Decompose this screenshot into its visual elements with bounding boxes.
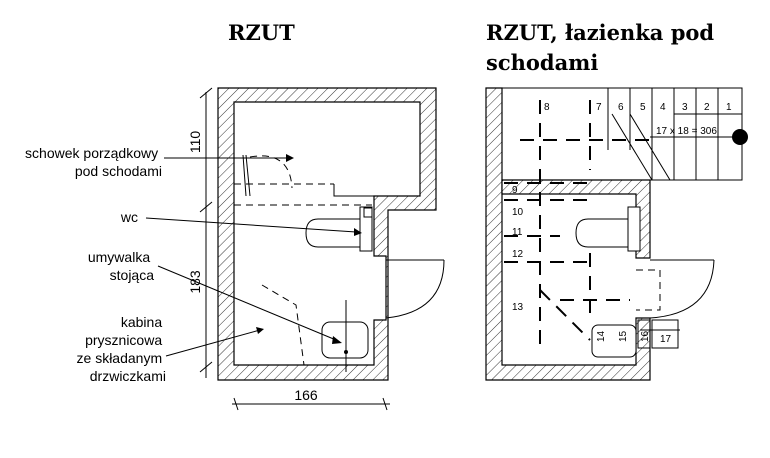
shower-label: kabina prysznicowa ze składanym drzwiczk… (77, 314, 166, 384)
storage-door-arc (249, 155, 293, 189)
horizontal-dimension: 166 (232, 387, 390, 411)
right-plan: RZUT, łazienka pod schodami (485, 20, 748, 381)
wc-bowl (305, 218, 361, 248)
step-number: 4 (660, 102, 666, 113)
height-bottom-dimension: 183 (187, 270, 203, 294)
storage-partition (333, 184, 374, 197)
step-number: 17 (660, 334, 672, 345)
stair-dashed-run (504, 100, 650, 345)
sink-right (637, 319, 651, 349)
wc-flush-icon (363, 207, 373, 218)
right-plan-title: RZUT, łazienka pod schodami (486, 20, 721, 75)
shower-tray-right (591, 324, 637, 358)
stair-start-marker (732, 129, 748, 145)
step-number: 1 (726, 102, 732, 113)
stair-formula: 17 x 18 = 306 (656, 126, 717, 137)
sink-leader-arrow (332, 336, 342, 344)
right-plan-mid-wall (501, 179, 651, 259)
right-dashed-outline (636, 269, 661, 311)
step-number: 3 (682, 102, 688, 113)
step-17-box (651, 319, 679, 349)
shower-dashed-outline (261, 284, 305, 366)
step-number: 8 (544, 102, 550, 113)
step-number: 14 (596, 330, 607, 342)
shower-leader-arrow (256, 327, 264, 334)
shower-leader (165, 329, 261, 357)
wc-bowl-right (575, 218, 629, 248)
wc-tank-right (627, 206, 641, 252)
wc-leader (145, 217, 357, 233)
storage-door-leaf (245, 154, 251, 197)
step-number: 16 (640, 330, 651, 342)
wc-label: wc (120, 209, 138, 225)
shower-tray (321, 321, 369, 359)
storage-door-leaf-2 (242, 154, 247, 197)
step-number: 6 (618, 102, 624, 113)
left-plan: RZUT schowek porządko (25, 20, 445, 411)
width-dimension: 166 (294, 387, 318, 403)
step-number: 2 (704, 102, 710, 113)
stair-treads (607, 88, 742, 181)
sink-leader (157, 265, 337, 341)
step-number: 12 (512, 249, 524, 260)
storage-leader-arrow (286, 154, 294, 162)
storage-label: schowek porządkowy pod schodami (25, 145, 162, 179)
step-number: 11 (512, 227, 523, 238)
entry-door-arc-right (649, 259, 715, 319)
height-top-dimension: 110 (187, 131, 203, 154)
left-plan-walls (217, 87, 437, 381)
wc-leader-arrow (354, 228, 362, 236)
step-number: 7 (596, 102, 602, 113)
step-number: 5 (640, 102, 646, 113)
shower-drain (344, 350, 348, 354)
vertical-dimension: 110 183 (187, 87, 213, 378)
left-plan-title: RZUT (228, 20, 295, 45)
sink-label: umywalka stojąca (88, 249, 154, 283)
step-number: 13 (512, 302, 524, 313)
entry-door-arc (385, 259, 445, 319)
step-number: 10 (512, 207, 524, 218)
step-number: 9 (512, 185, 518, 196)
step-number: 15 (618, 330, 629, 342)
